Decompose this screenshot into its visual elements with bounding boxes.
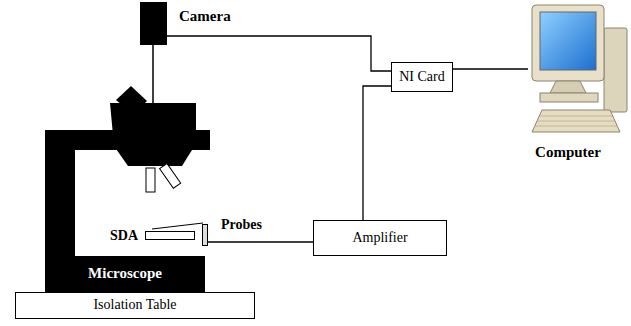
signal-wire <box>453 68 528 69</box>
node-label: NI Card <box>399 69 445 85</box>
signal-wire <box>208 241 313 242</box>
monitor-stand <box>550 81 586 93</box>
computer-tower <box>604 28 627 112</box>
node-label: Isolation Table <box>93 297 176 313</box>
node-label: Computer <box>535 144 601 161</box>
key-row <box>540 116 612 117</box>
camera-mount <box>152 45 154 104</box>
signal-wire <box>167 36 391 71</box>
monitor-frame <box>532 5 604 81</box>
computer-icon: Computer <box>528 2 628 136</box>
node-label: Camera <box>179 8 231 25</box>
microscope-base: Microscope <box>45 256 205 292</box>
monitor-screen <box>540 12 596 70</box>
node-label: Amplifier <box>352 230 407 246</box>
table-box: Isolation Table <box>15 292 255 319</box>
sample-plate: SDA <box>145 231 195 240</box>
node-label: Microscope <box>88 265 162 282</box>
amplifier-box: Amplifier <box>313 220 447 256</box>
keyboard-keys <box>534 116 618 126</box>
monitor-base <box>540 93 598 102</box>
probe-tip: Probes <box>202 224 208 246</box>
microscope-pillar <box>45 130 75 260</box>
card-box: NI Card <box>391 62 453 92</box>
signal-wire <box>363 86 391 220</box>
node-label: SDA <box>110 228 138 244</box>
keyboard <box>532 110 620 132</box>
objective-lens <box>146 168 155 192</box>
key-row <box>537 121 615 122</box>
key-row <box>534 126 618 127</box>
probe-wire <box>152 223 203 229</box>
camera-body: Camera <box>140 2 167 45</box>
objective-lens <box>160 163 181 188</box>
node-label: Probes <box>221 217 262 233</box>
